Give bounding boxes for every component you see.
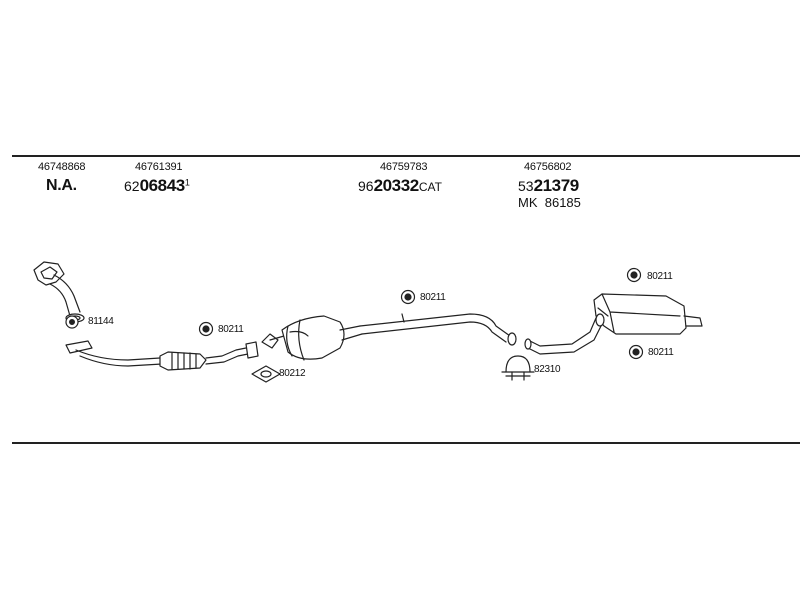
part-number-rear-silencer: 46756802 <box>524 161 572 173</box>
code-catalyst: 9620332CAT <box>358 177 442 194</box>
bottom-divider <box>12 442 800 444</box>
part-number-catalyst: 46759783 <box>380 161 428 173</box>
callout-80211-rear-top: 80211 <box>647 271 673 282</box>
code-main: 06843 <box>139 176 186 195</box>
catalytic-converter <box>261 315 363 361</box>
front-pipe <box>33 261 163 367</box>
code-suffix: CAT <box>418 180 442 194</box>
code-prefix: 62 <box>124 178 140 194</box>
mk-code: 86185 <box>544 195 581 210</box>
part-number-intermediate-pipe: 46761391 <box>135 161 183 173</box>
part-number-front-pipe: 46748868 <box>38 161 86 173</box>
callout-82310: 82310 <box>534 364 561 375</box>
mount-icon-80211-rear-top <box>626 267 642 283</box>
code-rear-silencer: 5321379 <box>518 177 579 194</box>
code-intermediate-pipe: 62068431 <box>124 177 190 194</box>
mk-code-rear-silencer: MK 86185 <box>518 196 581 209</box>
callout-80211-centre: 80211 <box>420 292 446 303</box>
callout-80211-front: 80211 <box>218 324 244 335</box>
clamp-part <box>501 355 535 381</box>
code-front-pipe: N.A. <box>46 177 77 194</box>
rear-silencer <box>593 293 703 335</box>
top-divider <box>12 155 800 157</box>
code-main: 20332 <box>373 176 420 195</box>
mount-icon-80211-front <box>198 321 214 337</box>
mount-icon-80211-centre <box>400 289 416 305</box>
gasket-part <box>251 365 281 383</box>
code-main: 21379 <box>533 176 580 195</box>
code-prefix: 96 <box>358 178 374 194</box>
flex-pipe <box>159 341 259 371</box>
code-superscript: 1 <box>184 177 190 188</box>
mount-icon-81144 <box>65 315 79 329</box>
mount-icon-80211-rear-bottom <box>628 344 644 360</box>
gasket-hole <box>260 370 272 378</box>
mk-prefix: MK <box>518 195 538 210</box>
code-prefix: 53 <box>518 178 534 194</box>
callout-81144: 81144 <box>88 316 114 327</box>
centre-pipe <box>359 313 517 346</box>
callout-80212: 80212 <box>279 368 306 379</box>
callout-80211-rear-bottom: 80211 <box>648 347 674 358</box>
rear-pipe <box>524 317 603 355</box>
